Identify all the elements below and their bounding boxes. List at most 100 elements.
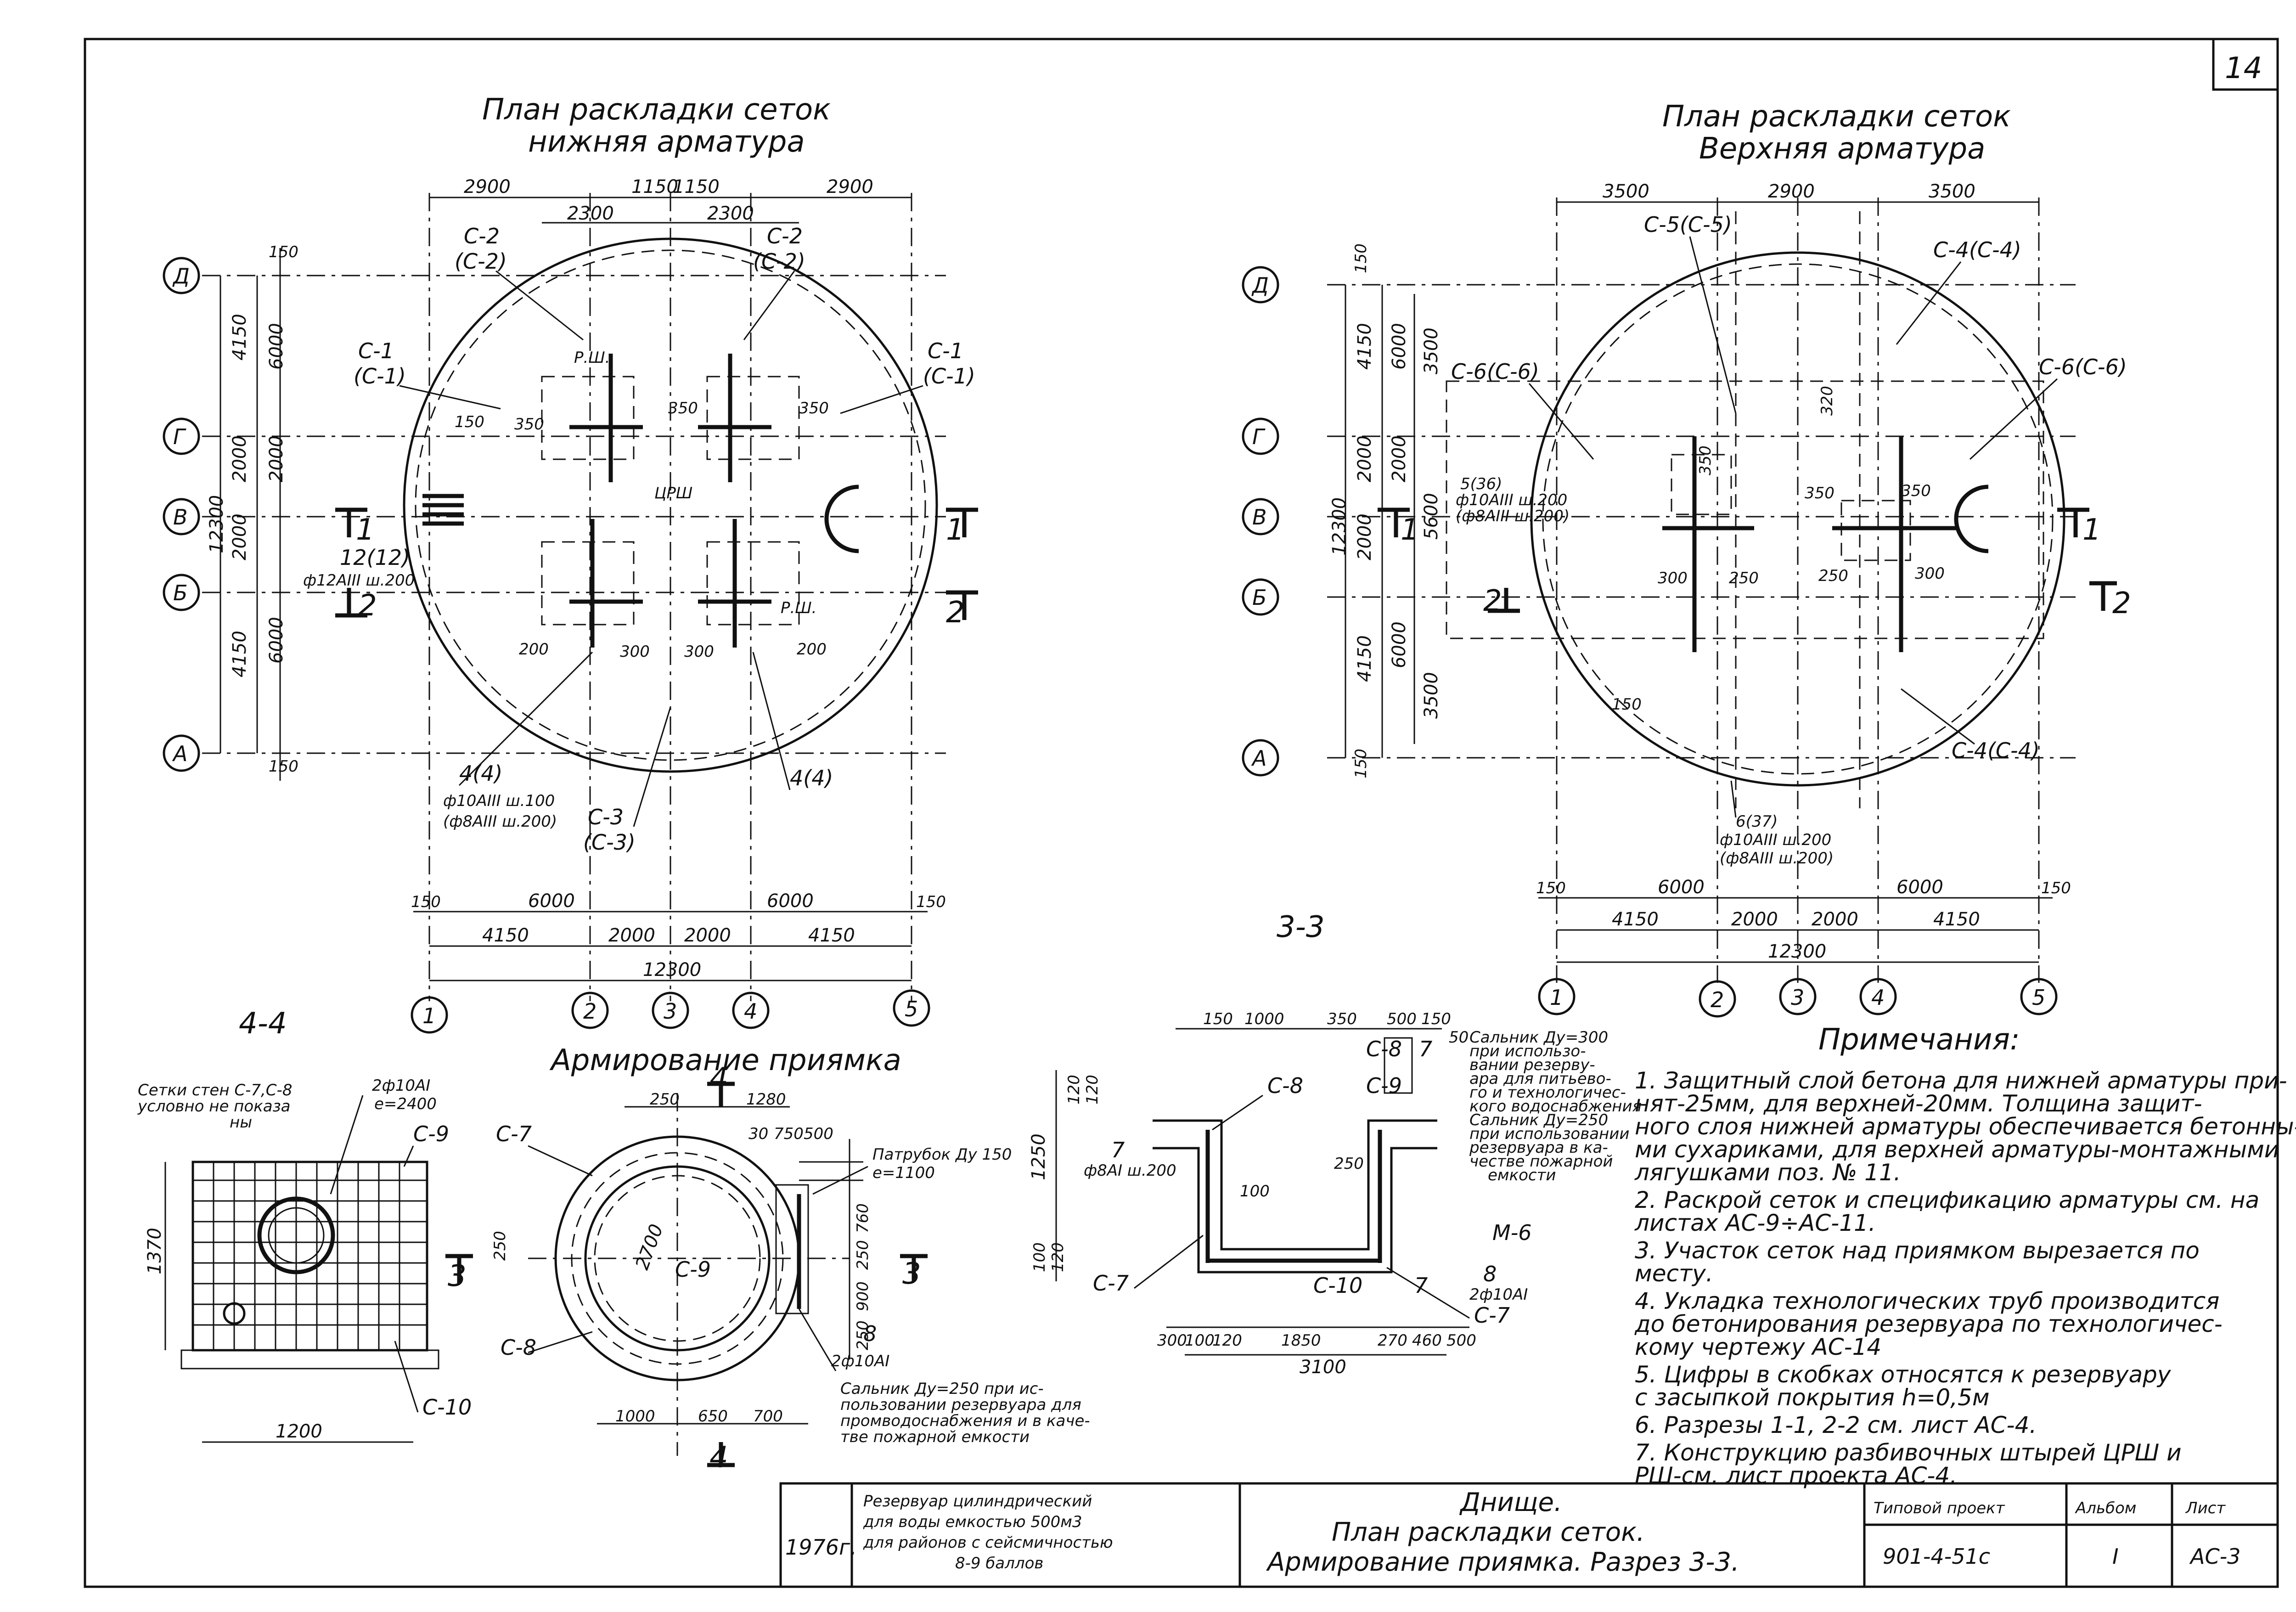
notes-line-9: 4. Укладка технологических труб производ…: [1635, 1288, 2219, 1314]
pit-dim-10: 250: [854, 1320, 872, 1350]
pu-left-dim-2: 2000: [1354, 435, 1375, 482]
s33-left-1: 120: [1083, 1075, 1102, 1105]
pl-c3-b: (С-3): [583, 830, 636, 855]
pl-row-G: Г: [173, 424, 186, 449]
pl-c1-right-b: (С-1): [923, 364, 975, 389]
pu-d300-1: 300: [1658, 569, 1688, 587]
s33-p7-a: 7: [1111, 1138, 1125, 1162]
pu-col-1: 1: [1550, 985, 1563, 1010]
s33-title: 3-3: [1277, 910, 1325, 944]
pu-c5: С-5(С-5): [1644, 212, 1732, 237]
pu-cut2-left: 2: [1483, 584, 1502, 618]
s33-p7-b: 7: [1419, 1037, 1432, 1061]
pl-col-1: 1: [422, 1003, 436, 1028]
pl-d150: 150: [455, 413, 484, 431]
s33-gland-11: емкости: [1488, 1166, 1556, 1184]
s33-gland-2: при использо-: [1469, 1042, 1586, 1060]
plan-lower-inner-circle: [415, 249, 926, 761]
pl-d350-1: 350: [514, 415, 544, 434]
pit-dim-8: 250: [854, 1240, 872, 1270]
pit-cut4-top: 4: [709, 1062, 728, 1096]
plan-upper-title-1: План раскладки сеток: [1662, 100, 2011, 134]
pl-bottom-total: 12300: [643, 959, 701, 981]
pl-top-dim-1: 2900: [464, 176, 511, 197]
pl-c1-left: С-1: [358, 338, 394, 363]
pu-bot1-dim-0: 150: [1536, 879, 1566, 897]
s33-d100: 100: [1240, 1182, 1270, 1201]
s33-bot-4: 270: [1378, 1331, 1407, 1350]
pu-left2-dim-1: 2000: [1389, 435, 1410, 482]
stamp-sheet-value: АС-3: [2189, 1544, 2240, 1569]
pu-top-dim-1: 3500: [1603, 181, 1649, 202]
s33-p7-spec: ф8АI ш.200: [1084, 1161, 1176, 1180]
plan-lower-title-1: План раскладки сеток: [482, 93, 831, 127]
pl-col-axes: 1 2 3 4 5: [411, 989, 930, 1034]
stamp-tp-value: 901-4-51с: [1883, 1544, 1990, 1569]
pl-left-total: 12300: [206, 495, 227, 553]
s33-bot-0: 300: [1157, 1331, 1187, 1350]
s33-bot-1: 100: [1185, 1331, 1215, 1350]
pit-dim-11: 1000: [615, 1407, 655, 1426]
s44-rebar: 2ф10АI: [372, 1077, 430, 1095]
pu-row-G: Г: [1252, 424, 1266, 449]
pl-bot2-dim-1: 2000: [608, 925, 655, 946]
pit-c8: С-8: [501, 1335, 536, 1360]
stamp-title-3: Армирование приямка. Разрез 3-3.: [1266, 1547, 1739, 1577]
pu-left-inner-1: 5600: [1421, 493, 1442, 540]
pu-bot2-dim-0: 4150: [1612, 909, 1659, 930]
pu-bot1-dim-3: 150: [2041, 879, 2071, 897]
pit-dim-12: 650: [698, 1407, 728, 1426]
plan-upper: План раскладки сеток Верхняя арматура 35…: [1327, 100, 2131, 983]
pit-cut4-bot: 4: [709, 1441, 728, 1475]
pl-left-dim-4: 4150: [229, 631, 250, 677]
pl-d300-1: 300: [620, 643, 650, 661]
pit-pipe: Патрубок Ду 150: [872, 1145, 1012, 1164]
notes-line-14: 6. Разрезы 1-1, 2-2 см. лист АС-4.: [1635, 1412, 2037, 1438]
stamp-project-1: Резервуар цилиндрический: [863, 1492, 1092, 1511]
sheet-frame: [84, 38, 2279, 1588]
notes-line-6: листах АС-9÷АС-11.: [1634, 1210, 1876, 1236]
pl-top-dim-3: 1150: [673, 176, 720, 197]
pl-left2-dim-2: 6000: [266, 617, 287, 664]
s44-height: 1370: [144, 1228, 165, 1274]
pl-inner-dim-1: 2300: [567, 203, 614, 224]
stamp-album-label: Альбом: [2075, 1499, 2136, 1517]
s33-c8-r: С-8: [1366, 1037, 1402, 1061]
pu-d300-2: 300: [1915, 564, 1945, 583]
s33-p8: 8: [1483, 1262, 1497, 1286]
pit-gland-d: тве пожарной емкости: [840, 1428, 1030, 1446]
pl-left-dim-3: 2000: [229, 513, 250, 560]
pu-left2-dim-2: 6000: [1389, 621, 1410, 668]
pu-d320: 320: [1818, 386, 1836, 416]
pl-top-dim-2: 1150: [631, 176, 678, 197]
s33-top-0: 150: [1203, 1010, 1233, 1028]
pl-top-dim-4: 2900: [827, 176, 873, 197]
pl-c3: С-3: [588, 805, 624, 829]
pl-rsh-2: Р.Ш.: [781, 599, 816, 617]
title-block: 1976г. Резервуар цилиндрический для воды…: [779, 1482, 2279, 1588]
s44-rebar-b: е=2400: [374, 1095, 437, 1113]
notes-line-13: с засыпкой покрытия h=0,5м: [1635, 1384, 1990, 1411]
notes-line-10: до бетонирования резервуара по технологи…: [1634, 1311, 2223, 1337]
notes-line-4: лягушками поз. № 11.: [1634, 1159, 1901, 1186]
stamp-year: 1976г.: [785, 1535, 857, 1560]
pu-left-inner-2: 3500: [1421, 672, 1442, 719]
s33-bot-6: 500: [1446, 1331, 1476, 1350]
notes-line-7: 3. Участок сеток над приямком вырезается…: [1635, 1237, 2200, 1264]
stamp-project-2: для воды емкостью 500м3: [863, 1513, 1082, 1531]
section-3-3: 3-3 150 1000 350 500 150 50 300 100 120 …: [1028, 910, 1642, 1378]
pu-left-total: 12300: [1329, 497, 1350, 556]
pit-dim-2: 30: [748, 1125, 768, 1143]
pu-bottom-total: 12300: [1768, 941, 1826, 962]
stamp-title-2: План раскладки сеток.: [1332, 1517, 1645, 1547]
section-4-4: 4-4 1370 1200 Сет: [137, 1007, 473, 1443]
pit-title: Армирование приямка: [549, 1043, 901, 1077]
pl-cut1-left: 1: [356, 513, 375, 547]
pl-c1-right: С-1: [928, 338, 963, 363]
s33-bot-3: 1850: [1281, 1331, 1321, 1350]
notes-line-8: месту.: [1635, 1260, 1713, 1287]
pl-c2-left: С-2: [464, 224, 500, 248]
s33-top-5: 50: [1449, 1028, 1469, 1047]
s44-note: Сетки стен С-7,С-8: [138, 1081, 292, 1099]
pit-gland-b: пользовании резервуара для: [840, 1396, 1081, 1414]
